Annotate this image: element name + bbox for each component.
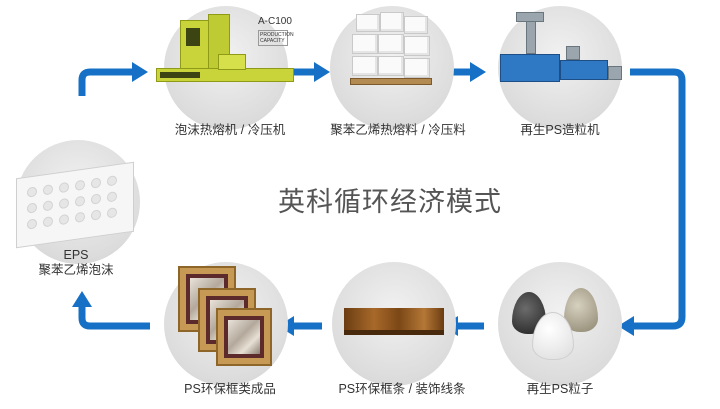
ps-blocks-label: 聚苯乙烯热熔料 / 冷压料 — [330, 123, 466, 137]
pelletizer-label: 再生PS造粒机 — [520, 123, 600, 137]
densifier-model-tag: A-C100 — [258, 16, 292, 27]
frames-image — [150, 262, 310, 382]
node-ps-blocks: 聚苯乙烯热熔料 / 冷压料 — [312, 6, 472, 146]
arrow-pelletizer-to-pellets — [630, 68, 686, 330]
arrowhead-4 — [618, 316, 634, 336]
densifier-machine-image — [150, 6, 310, 126]
eps-foam-label-line1: EPS — [63, 248, 89, 262]
arrowhead-7 — [72, 291, 92, 307]
ps-pellets-label: 再生PS粒子 — [526, 382, 594, 396]
ps-pellets-image — [478, 262, 638, 382]
densifier-capacity-badge: PRODUCTION CAPACITY — [258, 30, 294, 46]
arrowhead-1 — [132, 62, 148, 82]
moulding-image — [312, 262, 472, 382]
moulding-label: PS环保框条 / 装饰线条 — [338, 382, 466, 396]
node-moulding: PS环保框条 / 装饰线条 — [312, 262, 492, 402]
node-densifier: A-C100 PRODUCTION CAPACITY 泡沫热熔机 / 冷压机 — [150, 6, 310, 146]
frames-label: PS环保框类成品 — [184, 382, 276, 396]
eps-foam-image — [2, 140, 162, 265]
node-eps-foam: EPS 聚苯乙烯泡沫 — [2, 140, 162, 290]
densifier-label: 泡沫热熔机 / 冷压机 — [174, 123, 286, 137]
arrow-frames-to-foam — [78, 305, 150, 330]
arrow-foam-to-densifier — [78, 68, 134, 96]
arrowhead-2 — [314, 62, 330, 82]
diagram-title: 英科循环经济模式 — [278, 187, 502, 218]
node-pelletizer: 再生PS造粒机 — [478, 6, 638, 146]
arrowhead-3 — [470, 62, 486, 82]
node-ps-pellets: 再生PS粒子 — [478, 262, 638, 402]
eps-foam-label-line2: 聚苯乙烯泡沫 — [38, 263, 114, 277]
pelletizer-machine-image — [478, 6, 638, 126]
ps-blocks-image — [312, 6, 472, 126]
node-frames: PS环保框类成品 — [150, 262, 310, 402]
